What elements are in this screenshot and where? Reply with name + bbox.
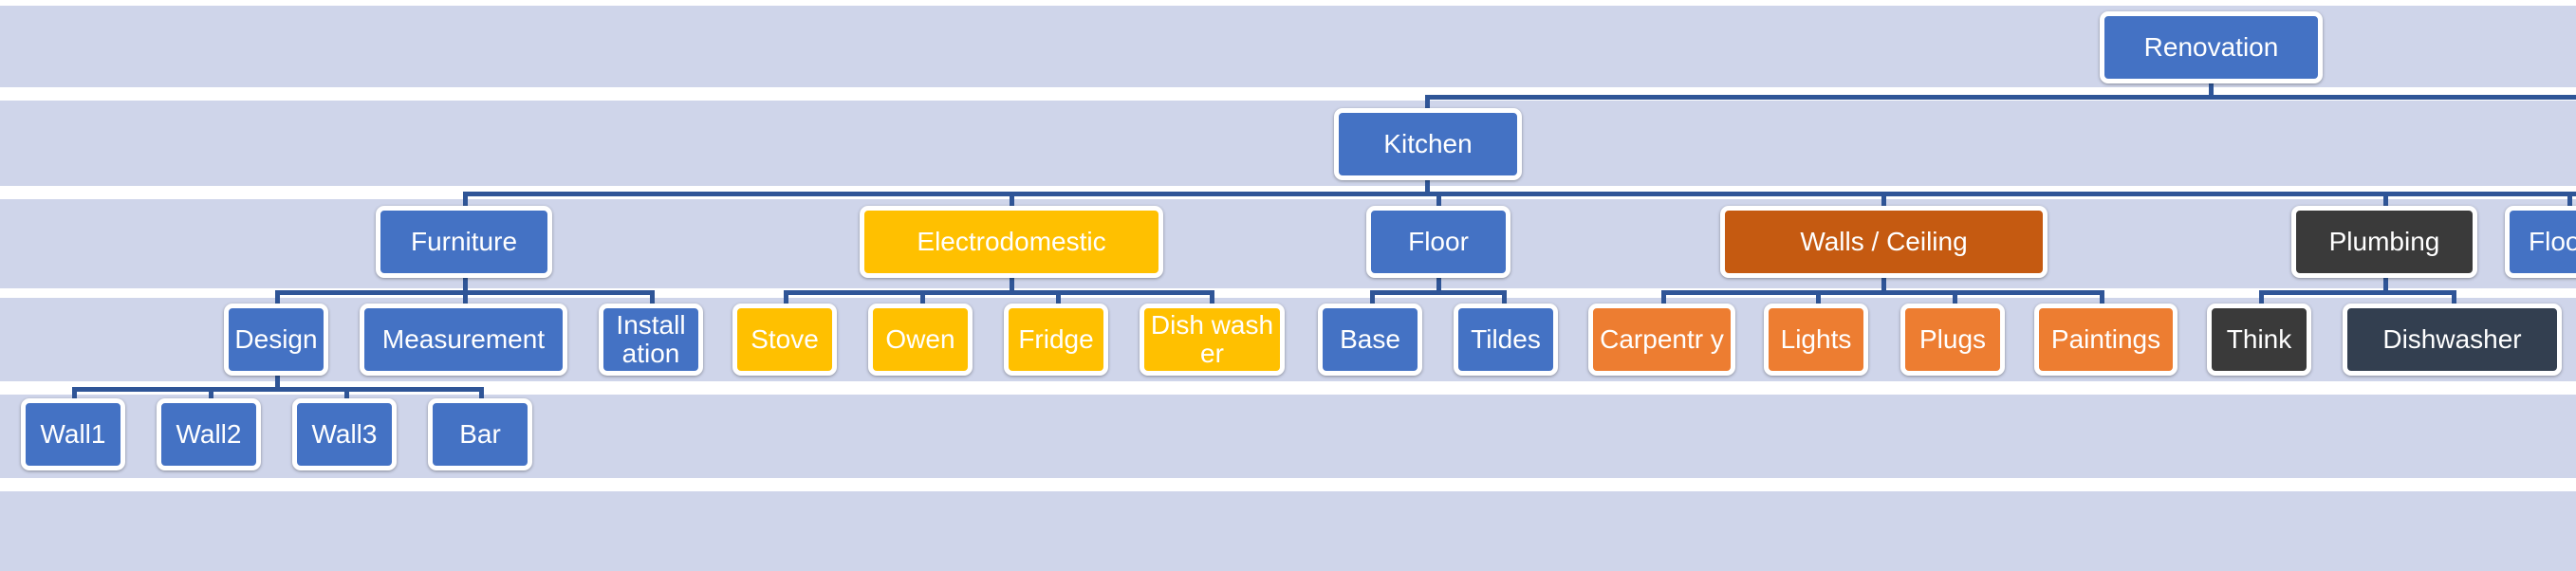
connector	[275, 290, 280, 307]
node-dishwasher-plumbing[interactable]: Dishwasher	[2343, 304, 2562, 376]
connector	[1436, 192, 1441, 209]
node-floor[interactable]: Floor	[1366, 206, 1510, 278]
node-base[interactable]: Base	[1318, 304, 1422, 376]
level-band-2	[0, 101, 2576, 186]
node-wall2[interactable]: Wall2	[157, 398, 261, 470]
connector	[463, 275, 468, 292]
node-installation[interactable]: Install ation	[599, 304, 703, 376]
connector	[1661, 290, 2104, 295]
connector	[1425, 95, 2576, 100]
node-dishwasher-appliance[interactable]: Dish washer	[1140, 304, 1285, 376]
node-plumbing[interactable]: Plumbing	[2291, 206, 2477, 278]
connector	[1425, 95, 1430, 112]
node-think[interactable]: Think	[2207, 304, 2311, 376]
node-electrodomestic[interactable]: Electrodomestic	[860, 206, 1163, 278]
node-owen[interactable]: Owen	[868, 304, 973, 376]
node-plugs[interactable]: Plugs	[1900, 304, 2005, 376]
node-stove[interactable]: Stove	[732, 304, 837, 376]
node-tildes[interactable]: Tildes	[1454, 304, 1558, 376]
connector	[1502, 290, 1507, 307]
connector	[2383, 192, 2388, 209]
connector	[463, 192, 2576, 196]
connector	[784, 290, 788, 307]
node-paintings[interactable]: Paintings	[2034, 304, 2178, 376]
connector	[920, 290, 925, 307]
connector	[1056, 290, 1061, 307]
connector	[1010, 192, 1014, 209]
node-kitchen[interactable]: Kitchen	[1334, 108, 1522, 180]
node-wall3[interactable]: Wall3	[292, 398, 397, 470]
connector	[784, 290, 1214, 295]
connector	[1881, 192, 1886, 209]
level-band-6	[0, 491, 2576, 571]
connector	[463, 192, 468, 209]
connector	[463, 290, 468, 307]
node-design[interactable]: Design	[224, 304, 328, 376]
node-walls-ceiling[interactable]: Walls / Ceiling	[1720, 206, 2048, 278]
connector	[2259, 290, 2456, 295]
connector	[275, 372, 280, 389]
connector	[1210, 290, 1214, 307]
node-renovation[interactable]: Renovation	[2100, 11, 2323, 83]
connector	[1953, 290, 1957, 307]
connector	[1370, 290, 1375, 307]
connector	[2259, 290, 2264, 307]
node-furniture[interactable]: Furniture	[376, 206, 552, 278]
connector	[1816, 290, 1821, 307]
connector	[650, 290, 655, 307]
connector	[1661, 290, 1666, 307]
connector	[209, 387, 213, 404]
connector	[479, 387, 484, 404]
connector	[2452, 290, 2456, 307]
connector	[2100, 290, 2104, 307]
connector	[2383, 275, 2388, 292]
connector	[72, 387, 77, 404]
node-floor-cut[interactable]: Floo	[2505, 206, 2576, 278]
connector	[344, 387, 349, 404]
connector	[2209, 80, 2214, 97]
node-lights[interactable]: Lights	[1764, 304, 1868, 376]
connector	[1010, 275, 1014, 292]
node-measurement[interactable]: Measurement	[360, 304, 567, 376]
connector	[2567, 192, 2572, 209]
node-carpentry[interactable]: Carpentr y	[1588, 304, 1735, 376]
connector	[72, 387, 484, 392]
connector	[1881, 275, 1886, 292]
node-wall1[interactable]: Wall1	[21, 398, 125, 470]
connector	[1370, 290, 1507, 295]
connector	[1425, 176, 1430, 193]
node-fridge[interactable]: Fridge	[1004, 304, 1108, 376]
connector	[1436, 275, 1441, 292]
node-bar[interactable]: Bar	[428, 398, 532, 470]
